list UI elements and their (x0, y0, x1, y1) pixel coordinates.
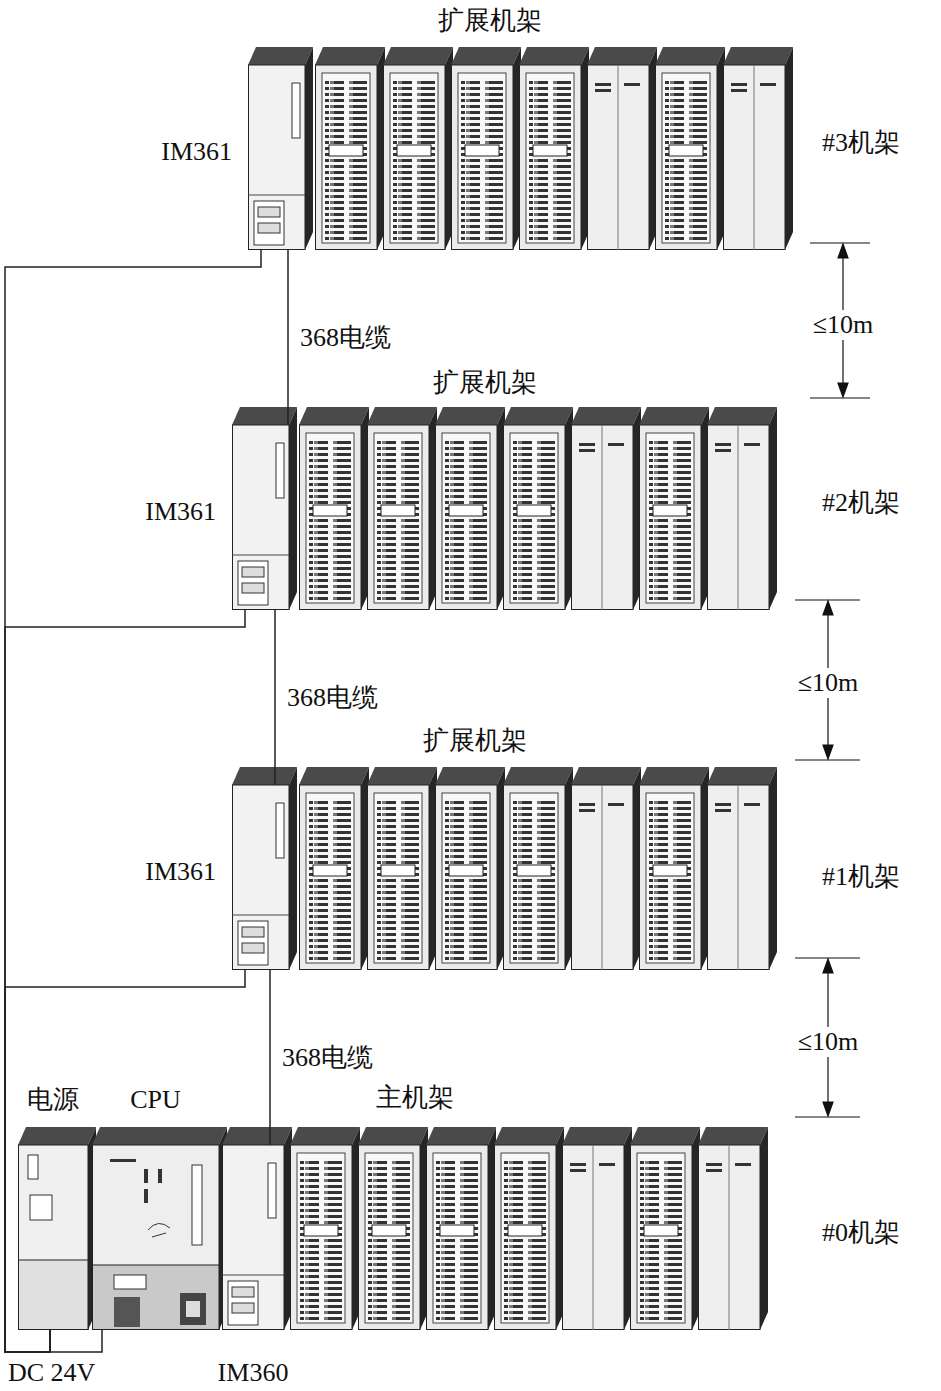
bus-cable (269, 970, 271, 1145)
supply-wire (5, 610, 245, 1352)
signal-module (503, 767, 573, 970)
plain-module (571, 767, 641, 970)
plain-module (723, 47, 793, 250)
interface-module (248, 47, 313, 250)
module-label: IM360 (218, 1358, 289, 1388)
signal-module (655, 47, 725, 250)
signal-module (630, 1127, 700, 1330)
signal-module (426, 1127, 496, 1330)
dimension-tick (795, 599, 860, 600)
dimension-label: ≤10m (796, 1027, 861, 1057)
signal-module (299, 767, 369, 970)
cable-label: 368电缆 (287, 683, 378, 713)
interface-module: IM361 (232, 425, 289, 610)
rack-title: 主机架 (376, 1083, 454, 1113)
dimension-label: ≤10m (796, 668, 861, 698)
rack-title: 扩展机架 (438, 6, 542, 36)
signal-module (367, 407, 437, 610)
cpu-module (92, 1127, 227, 1330)
interface-module (232, 407, 297, 610)
module-label: IM361 (161, 137, 232, 167)
interface-module (222, 1127, 292, 1330)
dimension-tick (810, 242, 870, 243)
rack-number: #1机架 (822, 862, 900, 892)
arrow-head (838, 383, 848, 397)
signal-module (299, 407, 369, 610)
cpu-module: CPU (92, 1145, 219, 1330)
dimension-tick (795, 759, 860, 760)
supply-wire (5, 250, 261, 1352)
dimension-tick (810, 397, 870, 398)
signal-module (367, 767, 437, 970)
rack-number: #3机架 (822, 128, 900, 158)
interface-module: IM360 (222, 1145, 284, 1330)
dimension-tick (795, 1116, 860, 1117)
plain-module (698, 1127, 768, 1330)
rack-number: #2机架 (822, 488, 900, 518)
module-label: 电源 (27, 1085, 79, 1115)
dimension-tick (795, 957, 860, 958)
plain-module (707, 767, 777, 970)
signal-module (451, 47, 521, 250)
signal-module (494, 1127, 564, 1330)
interface-module: IM361 (248, 65, 305, 250)
plain-module (562, 1127, 632, 1330)
interface-module: IM361 (232, 785, 289, 970)
module-label: IM361 (145, 497, 216, 527)
signal-module (435, 407, 505, 610)
supply-wire (5, 970, 245, 1352)
signal-module (290, 1127, 360, 1330)
power-module (18, 1127, 96, 1330)
signal-module (358, 1127, 428, 1330)
arrow-head (823, 1102, 833, 1116)
rack-number: #0机架 (822, 1218, 900, 1248)
module-label: IM361 (145, 857, 216, 887)
arrow-head (823, 959, 833, 973)
interface-module (232, 767, 297, 970)
signal-module (639, 407, 709, 610)
signal-module (383, 47, 453, 250)
arrow-head (823, 601, 833, 615)
cable-label: 368电缆 (282, 1043, 373, 1073)
supply-label: DC 24V (8, 1358, 95, 1388)
signal-module (315, 47, 385, 250)
signal-module (435, 767, 505, 970)
supply-wire (50, 1330, 102, 1352)
arrow-head (823, 745, 833, 759)
dimension-line (795, 243, 870, 1117)
bus-cable (287, 250, 289, 425)
module-label: CPU (130, 1085, 181, 1115)
cable-label: 368电缆 (300, 323, 391, 353)
arrow-head (838, 244, 848, 258)
power-module: 电源 (18, 1145, 88, 1330)
rack-title: 扩展机架 (433, 368, 537, 398)
rack-title: 扩展机架 (423, 726, 527, 756)
signal-module (503, 407, 573, 610)
signal-module (519, 47, 589, 250)
dimension-label: ≤10m (811, 310, 876, 340)
bus-cable (274, 610, 276, 785)
plain-module (571, 407, 641, 610)
signal-module (639, 767, 709, 970)
plain-module (587, 47, 657, 250)
plain-module (707, 407, 777, 610)
